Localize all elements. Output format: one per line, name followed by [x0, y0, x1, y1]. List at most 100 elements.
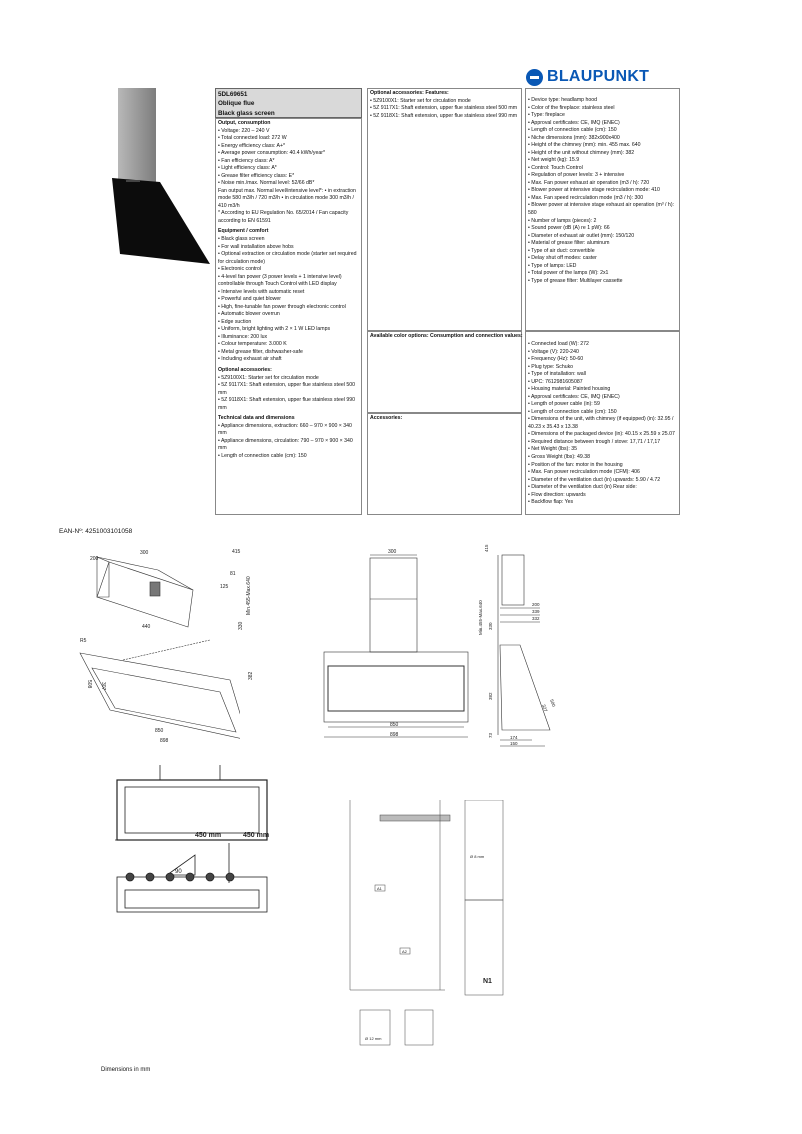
spec-item: • Blower power at intensive stage exhaus… [528, 202, 674, 216]
spec-item: • Length of connection cable (cm): 150 [528, 408, 617, 415]
spec-item: • Including exhaust air shaft [218, 356, 282, 363]
spec-item: • Material of grease filter: aluminum [528, 240, 610, 247]
dim-label: 300 [388, 549, 397, 555]
install-label: Ø 12 mm [365, 1036, 382, 1041]
spec-item: • Control: Touch Control [528, 164, 583, 171]
spec-item: • Type: fireplace [528, 112, 565, 119]
section-heading: Optional accessories: Features: [370, 90, 449, 96]
spec-item: • 5Z 9118X1: Shaft extension, upper flue… [218, 397, 355, 411]
optional-accessories-box: Optional accessories: Features: • 5Z9100… [367, 88, 522, 331]
spec-item: • Approval certificates: CE, IMQ (ENEC) [528, 393, 620, 400]
accessories-box: Accessories: [367, 413, 522, 515]
clearance-drawing: 90 450 mm 450 mm [115, 765, 269, 913]
spec-item: • Plug type: Schuko [528, 363, 574, 370]
dim-label: Min.455-Max.640 [478, 600, 483, 635]
dim-label: 330 [488, 622, 493, 630]
spec-item: • Net Weight (lbs): 35 [528, 446, 578, 453]
install-label: N1 [483, 978, 492, 985]
spec-item: • Regulation of power levels: 3 + intens… [528, 172, 625, 179]
product-title-box: 5DL69651 Oblique flue Black glass screen [215, 88, 362, 118]
product-variant: Black glass screen [218, 109, 275, 117]
spec-item: • Net weight (kg): 15.9 [528, 157, 580, 164]
logo-mark-icon [526, 68, 543, 86]
specs-left-column: Output, consumption• Voltage: 220 – 240 … [215, 118, 362, 515]
spec-item: • Type of grease filter: Multilayer cass… [528, 277, 623, 284]
spec-item: • Type of installation: wall [528, 371, 586, 378]
spec-item: • Total connected load: 272 W [218, 135, 287, 142]
spec-item: • Device type: headlamp hood [528, 97, 598, 103]
spec-item: • Diameter of the ventilation duct (in) … [528, 476, 661, 483]
spec-item: • Appliance dimensions, extraction: 660 … [218, 422, 352, 437]
spec-item: • Frequency (Hz): 50-60 [528, 356, 584, 363]
section-heading: Accessories: [370, 415, 403, 421]
ean-number: EAN-Nº: 4251003101058 [59, 528, 133, 535]
spec-item: • Number of lamps (pieces): 2 [528, 217, 597, 224]
spec-item: • Metal grease filter, dishwasher-safe [218, 348, 303, 355]
spec-item: • Black glass screen [218, 235, 265, 242]
specs-right-top: • Device type: headlamp hood• Color of t… [525, 88, 680, 331]
dim-label: 174 [510, 735, 518, 740]
spec-item: • Height of the unit without chimney (mm… [528, 149, 635, 156]
dim-label: 73 [488, 732, 493, 738]
spec-item: • Optional extraction or circulation mod… [218, 251, 357, 265]
spec-item: • Grease filter efficiency class: E* [218, 172, 295, 179]
spec-item: • Powerful and quiet blower [218, 296, 281, 303]
section-heading: Technical data and dimensions [218, 415, 295, 422]
spec-item: • Noise min./max. Normal level: 52/66 dB… [218, 180, 315, 187]
spec-item: • Max. Fan speed recirculation mode (m3 … [528, 194, 644, 201]
dim-label: 500 [549, 699, 556, 708]
dim-label: 339 [532, 609, 540, 614]
color-options-box: Available color options: Consumption and… [367, 331, 523, 413]
spec-item: • Type of lamps: LED [528, 262, 577, 269]
spec-item: Fan output max. Normal level/intensive l… [218, 187, 356, 209]
dim-label: 150 [510, 741, 518, 746]
spec-item: • Dimensions of the unit, with chimney (… [528, 416, 674, 430]
spec-item: • Voltage (V): 220-240 [528, 348, 579, 355]
spec-item: • Colour temperature: 3.000 K [218, 341, 287, 348]
brand-logo: BLAUPUNKT [526, 68, 649, 86]
specs-right-bottom: • Connected load (W): 272• Voltage (V): … [525, 331, 680, 515]
model-number: 5DL69651 [218, 91, 248, 98]
side-view-drawing: 415 Min.455-Max.640 330 200 339 332 382 … [478, 544, 556, 747]
clearance-label: 450 mm [243, 832, 269, 839]
spec-item: • Required distance between trough / sto… [528, 438, 661, 445]
spec-item: • Intensive levels with automatic reset [218, 288, 305, 295]
spec-item: • Max. Fan power recirculation mode (CFM… [528, 469, 640, 476]
dim-label: 327 [541, 704, 548, 713]
product-subtitle: Oblique flue [218, 100, 255, 108]
spec-item: • Length of power cable (in): 59 [528, 401, 600, 408]
spec-item: • Total power of the lamps (W): 2x1 [528, 270, 609, 277]
product-photo [112, 88, 210, 264]
spec-item: • Diameter of exhaust air outlet (mm): 1… [528, 232, 635, 239]
section-heading: Optional accessories: [218, 367, 272, 373]
spec-item: • Electronic control [218, 266, 262, 273]
dim-label: 382 [248, 671, 254, 680]
spec-item: • 5Z9100X1: Starter set for circulation … [218, 374, 319, 381]
install-label: Ø 8 mm [470, 854, 485, 859]
spec-item: • Gross Weight (lbs): 49.38 [528, 453, 590, 460]
spec-item: • For wall installation above hobs [218, 243, 294, 250]
spec-item: • 5Z 9117X1: Shaft extension, upper flue… [218, 382, 355, 396]
spec-item: • Max. Fan power exhaust air operation (… [528, 179, 650, 186]
clearance-label: 450 mm [195, 832, 221, 839]
spec-item: • Uniform, bright lighting with 2 × 1 W … [218, 326, 331, 333]
angle-label: 90 [175, 869, 182, 875]
spec-item: • Edge suction [218, 318, 252, 325]
spec-item: • Voltage: 220 – 240 V [218, 127, 270, 134]
accessory-item: • 5Z 9118X1: Shaft extension, upper flue… [370, 112, 518, 119]
spec-item: • Light efficiency class: A* [218, 165, 277, 172]
spec-item: • Niche dimensions (mm): 382x900x400 [528, 134, 620, 141]
section-heading: Output, consumption [218, 120, 271, 126]
spec-item: • Backflow flap: Yes [528, 499, 574, 506]
spec-item: • Dimensions of the packaged device (in)… [528, 431, 675, 438]
spec-item: • Flow direction: upwards [528, 491, 586, 498]
spec-item: • Type of air duct: convertible [528, 247, 595, 254]
spec-item: • Housing material: Painted housing [528, 386, 611, 393]
spec-item: • High, fine-tunable fan power through e… [218, 303, 346, 310]
isometric-drawing [79, 556, 240, 739]
dim-label: 850 [390, 722, 399, 728]
spec-item: • Energy efficiency class: A+* [218, 142, 286, 149]
accessory-item: • 5Z9100X1: Starter set for circulation … [370, 97, 471, 104]
dim-label: Min.455-Max.640 [246, 576, 252, 615]
section-heading: Equipment / comfort [218, 228, 269, 235]
